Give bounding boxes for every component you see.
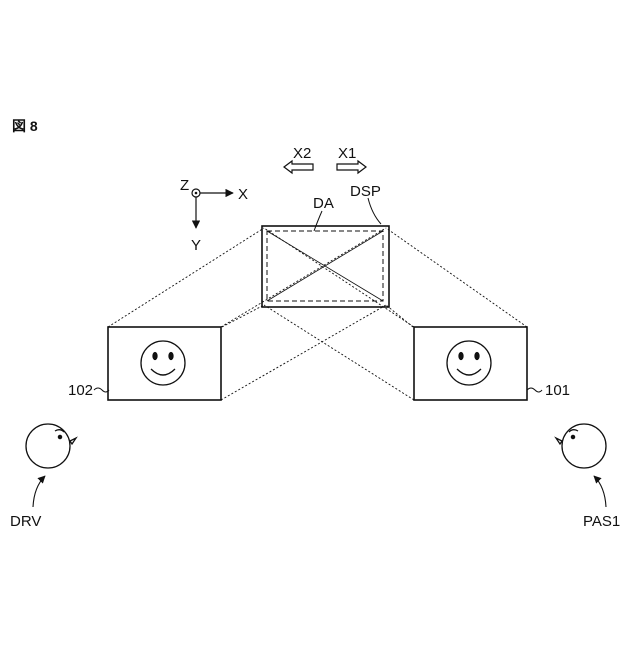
driver-head-icon xyxy=(26,424,76,468)
direction-arrows: X2 X1 xyxy=(284,145,366,173)
display-area-label: DA xyxy=(313,195,334,212)
driver-label: DRV xyxy=(10,513,41,530)
coordinate-axes: Z X Y xyxy=(180,177,248,254)
passenger-viewer: PAS1 xyxy=(556,424,620,530)
passenger-head-icon xyxy=(556,424,606,468)
driver-gaze-arrow xyxy=(33,476,45,507)
left-image-panel: 102 xyxy=(68,327,221,400)
driver-viewer: DRV xyxy=(10,424,76,530)
axis-x-label: X xyxy=(238,186,248,203)
right-hollow-arrow-icon xyxy=(337,161,366,173)
right-image-ref: 101 xyxy=(545,382,570,399)
display-panel-label: DSP xyxy=(350,183,381,200)
left-ref-leader xyxy=(94,388,109,392)
x2-label: X2 xyxy=(293,145,311,162)
axis-y-label: Y xyxy=(191,237,201,254)
axis-z-label: Z xyxy=(180,177,189,194)
x1-label: X1 xyxy=(338,145,356,162)
dsp-leader-line xyxy=(368,198,381,224)
display-panel: DA DSP xyxy=(262,183,389,307)
figure-label: 図 8 xyxy=(12,118,38,134)
da-leader-line xyxy=(314,211,322,231)
right-image-panel: 101 xyxy=(414,327,570,400)
right-ref-leader xyxy=(527,388,542,392)
left-hollow-arrow-icon xyxy=(284,161,313,173)
passenger-gaze-arrow xyxy=(594,476,606,507)
passenger-label: PAS1 xyxy=(583,513,620,530)
left-image-ref: 102 xyxy=(68,382,93,399)
